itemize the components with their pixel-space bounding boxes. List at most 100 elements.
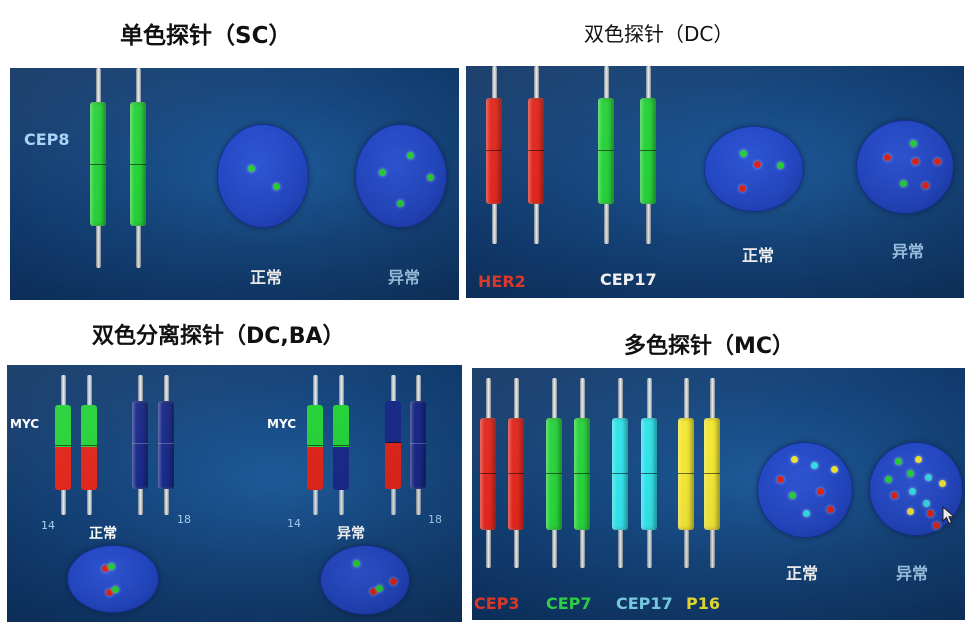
gene-label-myc-abnormal: MYC: [267, 417, 297, 431]
nucleus-normal: [757, 442, 853, 538]
probe-label-p16: P16: [686, 594, 720, 613]
chromosome: [130, 68, 146, 268]
cyan-signal: [802, 509, 810, 517]
red-signal: [883, 153, 891, 161]
chromosome: [640, 66, 656, 244]
label-normal: 正常: [89, 526, 117, 542]
red-signal: [933, 157, 941, 165]
red-signal: [826, 505, 834, 513]
red-signal: [738, 184, 746, 192]
probe-label-cep3: CEP3: [474, 594, 520, 613]
green-signal: [739, 149, 747, 157]
chromosome: [486, 66, 502, 244]
label-normal: 正常: [786, 564, 819, 583]
chromosome-number-18: 18: [177, 513, 191, 526]
chromosome: [574, 378, 590, 568]
probe-label-cep17: CEP17: [600, 270, 657, 289]
green-signal: [894, 457, 902, 465]
chromosome-18: [410, 375, 426, 515]
red-signal: [816, 487, 824, 495]
chromosome: [704, 378, 720, 568]
red-signal: [389, 577, 397, 585]
green-signal: [272, 182, 280, 190]
chromosome-14-derivative: [333, 375, 349, 515]
chromosome: [612, 378, 628, 568]
mouse-pointer-icon: [942, 506, 956, 525]
red-signal: [105, 588, 113, 596]
chromosome-18: [158, 375, 174, 515]
green-signal: [396, 199, 404, 207]
chromosome: [546, 378, 562, 568]
green-signal: [107, 562, 115, 570]
chromosome-14: [81, 375, 97, 515]
chromosome: [528, 66, 544, 244]
label-normal: 正常: [250, 268, 283, 287]
yellow-signal: [790, 455, 798, 463]
green-signal: [776, 161, 784, 169]
chromosome: [90, 68, 106, 268]
chromosome-number-14: 14: [287, 517, 301, 530]
yellow-signal: [906, 507, 914, 515]
green-signal: [906, 469, 914, 477]
chromosome-14: [55, 375, 71, 515]
red-signal: [932, 521, 940, 529]
panel-single-color: CEP8 正常 异常: [10, 68, 459, 300]
title-dual-color: 双色探针（DC）: [584, 22, 734, 46]
probe-label-cep8: CEP8: [24, 130, 70, 149]
red-signal: [890, 491, 898, 499]
cyan-signal: [908, 487, 916, 495]
chromosome-number-14: 14: [41, 519, 55, 532]
green-signal: [426, 173, 434, 181]
chromosome: [508, 378, 524, 568]
green-signal: [788, 491, 796, 499]
probe-label-cep7: CEP7: [546, 594, 592, 613]
yellow-signal: [938, 479, 946, 487]
label-abnormal: 异常: [892, 242, 925, 261]
red-signal: [753, 160, 761, 168]
nucleus-abnormal: [355, 124, 447, 228]
green-signal: [352, 559, 360, 567]
chromosome-14: [307, 375, 323, 515]
chromosome: [641, 378, 657, 568]
cyan-signal: [924, 473, 932, 481]
nucleus-normal: [67, 545, 159, 613]
chromosome-18-derivative: [385, 375, 401, 515]
panel-break-apart: MYC 14 18 正常 MYC: [7, 365, 462, 622]
gene-label-myc-normal: MYC: [10, 417, 40, 431]
green-signal: [909, 139, 917, 147]
yellow-signal: [830, 465, 838, 473]
chromosome: [598, 66, 614, 244]
yellow-signal: [914, 455, 922, 463]
chromosome-number-18: 18: [428, 513, 442, 526]
label-abnormal: 异常: [337, 526, 365, 542]
red-signal: [926, 509, 934, 517]
green-signal: [375, 584, 383, 592]
probe-label-cep17: CEP17: [616, 594, 673, 613]
panel-dual-color: HER2 CEP17 正常 异常: [466, 66, 964, 298]
green-signal: [899, 179, 907, 187]
panel-multi-color: CEP3 CEP7 CEP17 P16 正常 异常: [472, 368, 965, 620]
title-single-color: 单色探针（SC）: [120, 23, 292, 49]
label-abnormal: 异常: [388, 268, 421, 287]
green-signal: [884, 475, 892, 483]
label-normal: 正常: [742, 246, 775, 265]
red-signal: [101, 564, 109, 572]
cyan-signal: [922, 499, 930, 507]
red-signal: [776, 475, 784, 483]
red-signal: [921, 181, 929, 189]
green-signal: [111, 585, 119, 593]
nucleus-abnormal: [856, 120, 954, 214]
chromosome: [480, 378, 496, 568]
cyan-signal: [810, 461, 818, 469]
label-abnormal: 异常: [896, 564, 929, 583]
chromosome: [678, 378, 694, 568]
red-signal: [911, 157, 919, 165]
green-signal: [406, 151, 414, 159]
nucleus-normal: [704, 126, 804, 212]
title-break-apart: 双色分离探针（DC,BA）: [92, 324, 345, 349]
nucleus-normal: [217, 124, 309, 228]
title-multi-color: 多色探针（MC）: [624, 334, 795, 359]
green-signal: [378, 168, 386, 176]
probe-label-her2: HER2: [478, 272, 526, 291]
nucleus-abnormal: [320, 545, 410, 615]
